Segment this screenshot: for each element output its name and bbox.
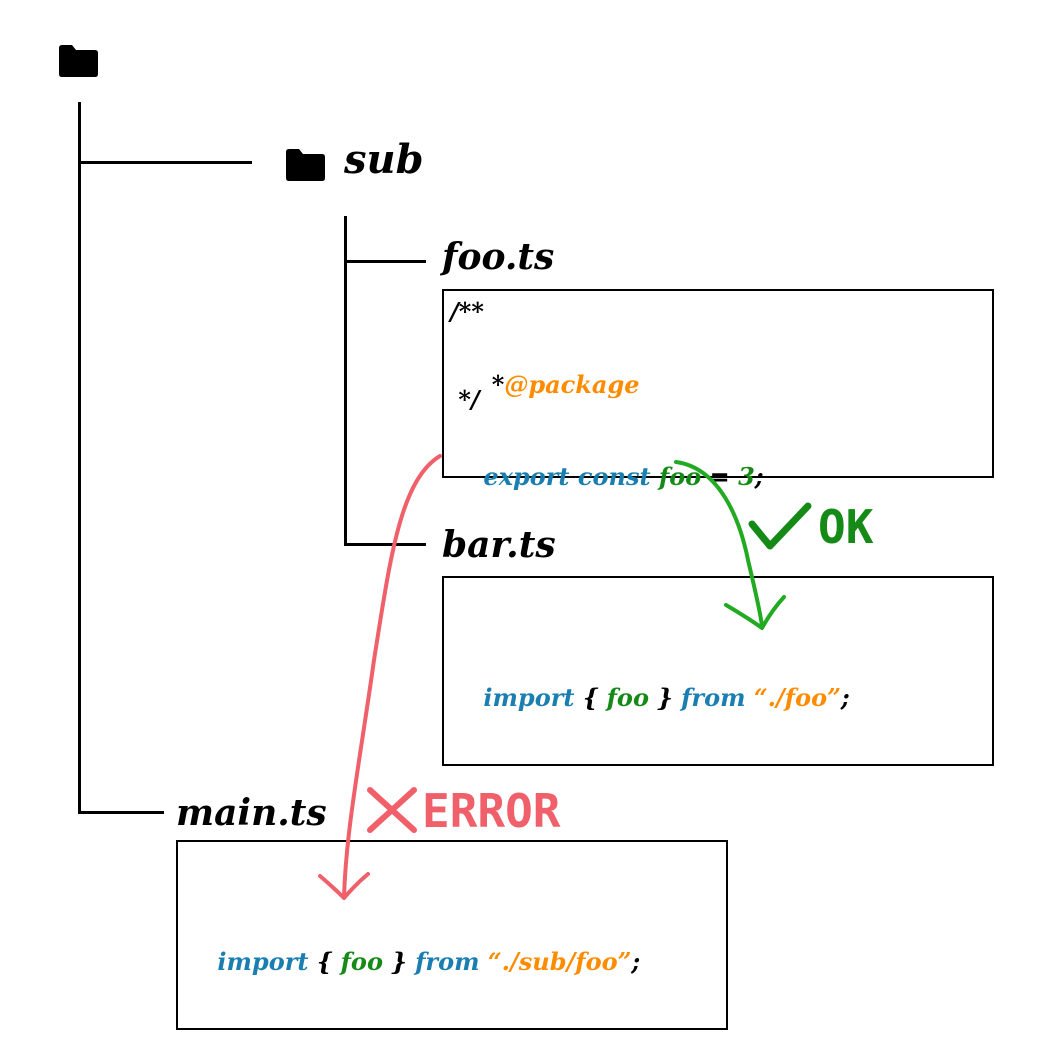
foo-comment-open: /** [450, 297, 484, 326]
import-path-string: “./sub/foo” [487, 947, 632, 976]
import-path-string: “./foo” [753, 683, 841, 712]
foo-comment-tag-line: *@package [450, 341, 640, 428]
foo-branch-line [344, 260, 426, 263]
semicolon: ; [840, 683, 850, 712]
right-brace: } [391, 947, 407, 976]
foo-identifier: foo [340, 947, 383, 976]
foo-comment-close: */ [450, 385, 480, 414]
export-keyword: export [483, 462, 570, 491]
error-label: ERROR [422, 784, 561, 838]
foo-identifier: foo [658, 462, 702, 491]
root-vertical-line [78, 102, 81, 814]
main-code-box: import { foo } from “./sub/foo”; [176, 840, 728, 1030]
bar-file-label[interactable]: bar.ts [442, 524, 556, 566]
from-keyword: from [681, 683, 746, 712]
right-brace: } [657, 683, 673, 712]
cross-icon [367, 787, 417, 833]
main-branch-line [78, 811, 164, 814]
import-keyword: import [483, 683, 575, 712]
bar-import-line: import { foo } from “./foo”; [450, 654, 850, 741]
value-literal: 3 [738, 462, 755, 491]
const-keyword: const [577, 462, 651, 491]
foo-file-label[interactable]: foo.ts [442, 236, 555, 278]
from-keyword: from [415, 947, 480, 976]
left-brace: { [316, 947, 333, 976]
semicolon: ; [631, 947, 641, 976]
foo-code-box: /** *@package */ export const foo = 3; [442, 289, 994, 491]
bar-branch-line [344, 543, 426, 546]
foo-comment-star: * [483, 370, 505, 399]
main-file-label[interactable]: main.ts [176, 792, 327, 834]
sub-branch-line [78, 161, 252, 164]
import-keyword: import [217, 947, 309, 976]
foo-identifier: foo [606, 683, 649, 712]
root-folder-icon [59, 45, 98, 77]
foo-export-line: export const foo = 3; [450, 433, 764, 520]
ok-label: OK [818, 500, 874, 554]
equals-sign: = [709, 462, 730, 491]
main-import-line: import { foo } from “./sub/foo”; [184, 918, 640, 1005]
sub-vertical-line [344, 216, 347, 546]
semicolon: ; [754, 462, 764, 491]
sub-folder-icon [286, 149, 325, 181]
sub-folder-label[interactable]: sub [344, 136, 424, 183]
bar-code-box: import { foo } from “./foo”; [442, 576, 994, 766]
left-brace: { [582, 683, 599, 712]
package-tag: @package [504, 370, 640, 399]
